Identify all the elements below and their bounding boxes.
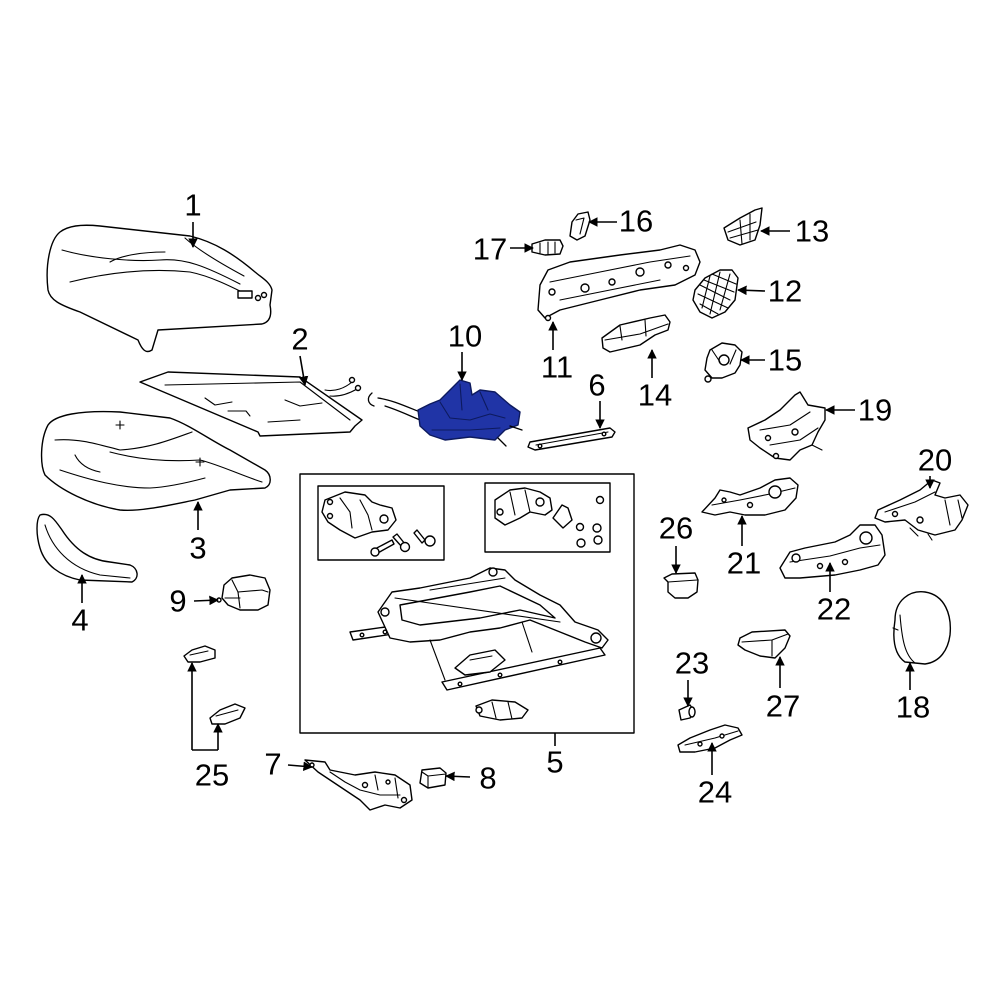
callout-4: 4	[71, 603, 88, 638]
callout-20: 20	[918, 443, 952, 478]
callout-17: 17	[473, 232, 507, 267]
callout-14: 14	[638, 378, 672, 413]
part-13-illustration	[723, 207, 763, 246]
callout-27: 27	[766, 689, 800, 724]
part-10-illustration	[367, 379, 523, 447]
part-8-illustration	[419, 767, 447, 789]
part-19-illustration	[747, 391, 826, 461]
callout-2: 2	[291, 322, 308, 357]
callout-16: 16	[619, 204, 653, 239]
callout-22: 22	[817, 592, 851, 627]
callout-13: 13	[795, 214, 829, 249]
part-22-illustration	[779, 524, 886, 579]
callout-2-arrow	[298, 355, 309, 386]
callout-19: 19	[858, 393, 892, 428]
part-25-illustration	[183, 645, 246, 725]
part-26-illustration	[663, 572, 699, 599]
part-11-illustration	[537, 244, 701, 322]
callout-7: 7	[264, 747, 281, 782]
callout-9-arrow	[193, 595, 219, 606]
callout-15: 15	[768, 343, 802, 378]
callout-7-arrow	[287, 761, 313, 772]
callout-labels: 1 2 3 4 5 6 7 8 9 10 11 12 13 14 15 16 1…	[71, 188, 952, 810]
callout-26: 26	[659, 511, 693, 546]
callout-12-arrow	[737, 285, 766, 296]
part-18-illustration	[892, 591, 952, 665]
part-21-illustration	[701, 477, 799, 516]
callout-3: 3	[189, 531, 206, 566]
callout-10: 10	[448, 319, 482, 354]
callout-5: 5	[546, 745, 563, 780]
part-3-illustration	[40, 410, 271, 512]
part-27-illustration	[737, 629, 791, 659]
callout-12: 12	[768, 274, 802, 309]
part-1-illustration	[46, 224, 273, 353]
callout-18: 18	[896, 690, 930, 725]
callout-23: 23	[675, 646, 709, 681]
part-4-illustration	[36, 513, 138, 583]
callout-6: 6	[588, 368, 605, 403]
part-16-illustration	[569, 211, 591, 241]
part-14-illustration	[601, 314, 671, 353]
callout-25: 25	[195, 758, 229, 793]
part-7-illustration	[304, 759, 413, 811]
part-15-illustration	[704, 342, 743, 383]
callout-21: 21	[727, 546, 761, 581]
part-5-illustration	[299, 473, 635, 734]
callout-9: 9	[169, 584, 186, 619]
callout-arrows	[77, 217, 935, 782]
callout-8-arrow	[445, 771, 471, 782]
part-17-illustration	[531, 239, 564, 256]
part-6-illustration	[527, 427, 616, 451]
part-9-illustration	[216, 574, 271, 611]
callout-1: 1	[184, 188, 201, 223]
part-24-illustration	[677, 724, 743, 753]
callout-8: 8	[479, 761, 496, 796]
callout-24: 24	[698, 775, 732, 810]
part-12-illustration	[692, 269, 739, 319]
callout-11: 11	[541, 350, 573, 385]
